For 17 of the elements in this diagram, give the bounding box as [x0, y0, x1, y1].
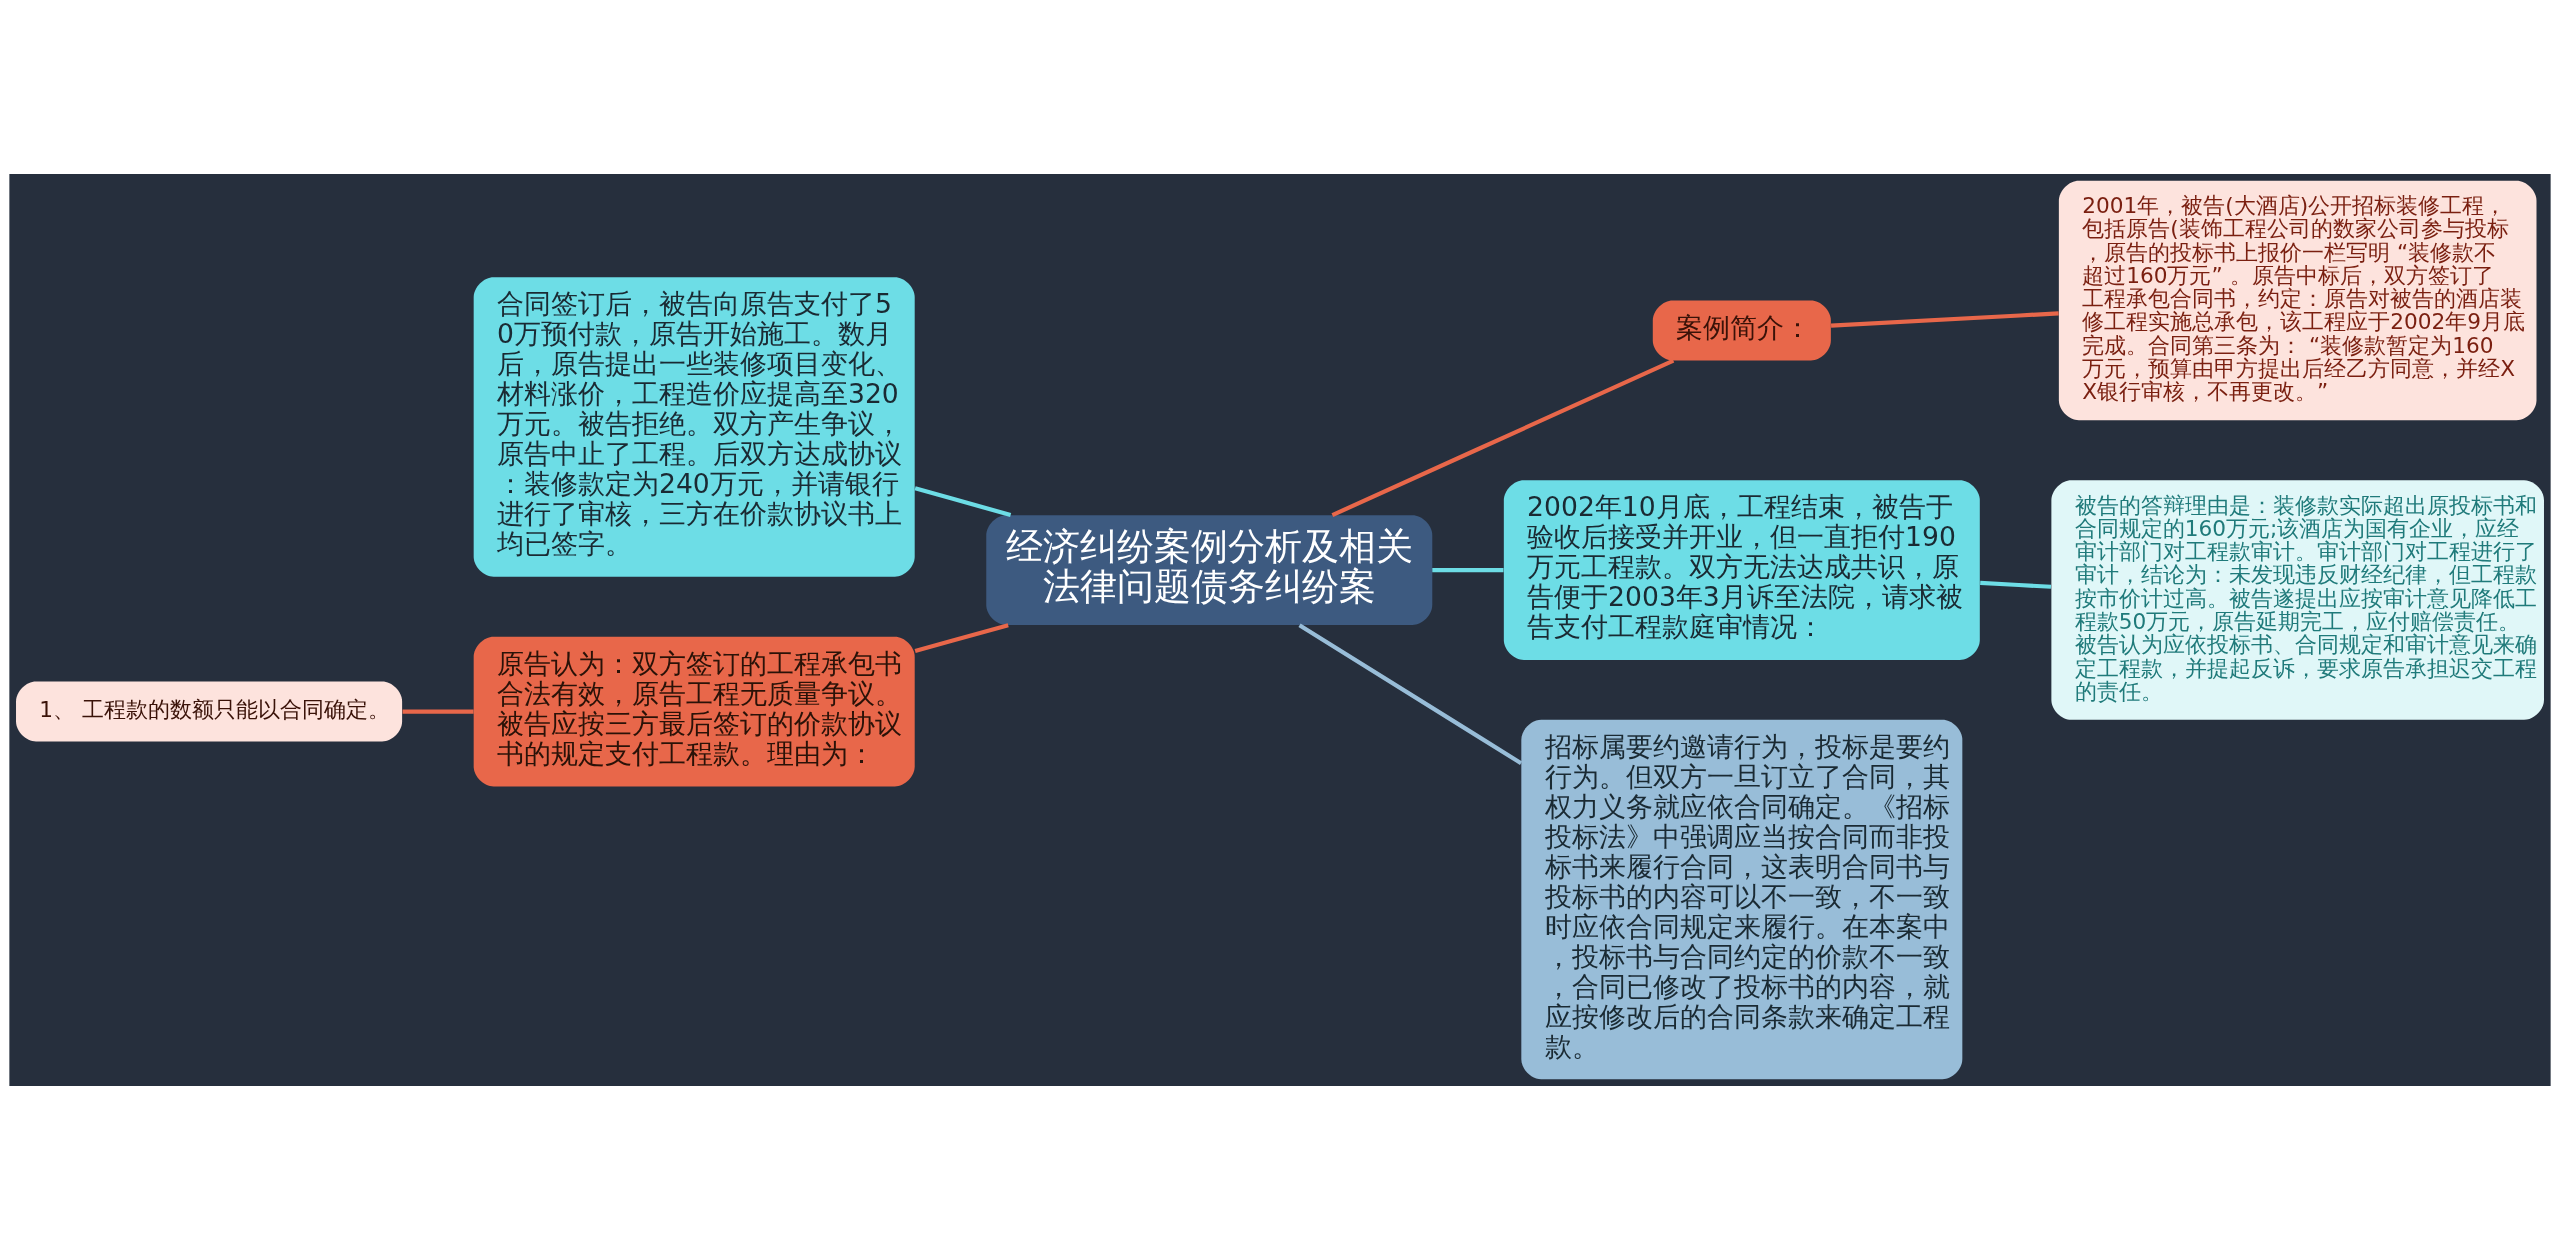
connector [914, 622, 1009, 653]
node-box: 被告的答辩理由是：装修款实际超出原投标书和合同规定的160万元;该酒店为国有企业，应经审计部门对工程款审计。审计部门对工程进行了审计，结论为：未发现违反财经纪律，但工程款按市价计过高。被告遂提出应按审计意见降低工程款50万元，原告延期完工，应付赔偿责任。被告认为应依投标书、合同规定和审计意见来确定工程款，并提起反诉，要求原告承担迟交工程的责任。 [2051, 479, 2544, 720]
node-box: 1、 工程款的数额只能以合同确定。 [16, 681, 403, 741]
node-box: 原告认为：双方签订的工程承包书合法有效，原告工程无质量争议。被告应按三方最后签订的价款协议书的规定支付工程款。理由为： [473, 636, 915, 786]
connector [1830, 310, 2059, 328]
node-box: 案例简介： [1652, 300, 1831, 360]
connector [1432, 567, 1504, 572]
node-box: 招标属要约邀请行为，投标是要约行为。但双方一旦订立了合同，其权力义务就应依合同确定。《招标投标法》中强调应当按合同而非投标书来履行合同，这表明合同书与投标书的内容可以不一致，不一致时应依合同规定来履行。在本案中，投标书与合同约定的价款不一致，合同已修改了投标书的内容，就应按修改后的合同条款来确定工程款。 [1521, 719, 1963, 1079]
connector [402, 708, 474, 714]
connector [1298, 622, 1523, 765]
connector [1980, 580, 2052, 589]
node-box: 经济纠纷案例分析及相关法律问题债务纠纷案 [986, 514, 1433, 625]
connector [1331, 358, 1675, 517]
node-box: 2002年10月底，工程结束，被告于验收后接受并开业，但一直拒付190万元工程款。双方无法达成共识，原告便于2003年3月诉至法院，请求被告支付工程款庭审情况： [1503, 479, 1980, 660]
node-box: 合同签订后，被告向原告支付了50万预付款，原告开始施工。数月后，原告提出一些装修项目变化、材料涨价，工程造价应提高至320万元。被告拒绝。双方产生争议，原告中止了工程。后双方达成协议：装修款定为240万元，并请银行进行了审核，三方在价款协议书上均已签字。 [473, 276, 915, 577]
connector [914, 485, 1012, 517]
node-box: 2001年，被告(大酒店)公开招标装修工程，包括原告(装饰工程公司的数家公司参与投标，原告的投标书上报价一栏写明 “装修款不超过160万元” 。原告中标后，双方签订了工程承包合同书，约定：原告对被告的酒店装修工程实施总承包，该工程应于2002年9月底完成。合同第三条为： “装修款暂定为160万元，预算由甲方提出后经乙方同意，并经XX银行审核，不再更改。” [2058, 180, 2537, 420]
